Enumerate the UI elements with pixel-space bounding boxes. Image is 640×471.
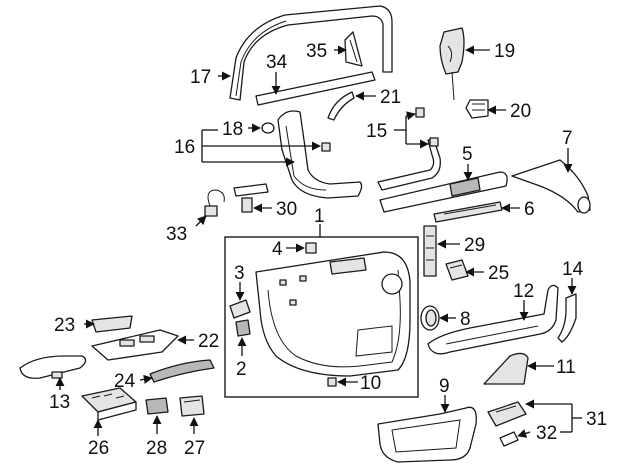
callout-16: 16 <box>174 137 195 158</box>
callout-6: 6 <box>524 199 535 220</box>
part-17-frame-seal[interactable] <box>229 5 393 101</box>
part-9-lower-tray[interactable] <box>377 406 477 463</box>
part-35-corner-cover[interactable] <box>344 31 363 67</box>
part-12-armrest-trim[interactable] <box>427 284 559 355</box>
part-24-pull-trim[interactable] <box>149 359 215 383</box>
callout-30: 30 <box>276 199 297 220</box>
part-26-window-switch[interactable] <box>81 387 137 421</box>
callout-12: 12 <box>513 281 534 302</box>
callout-5: 5 <box>462 144 473 165</box>
part-21-arc-trim[interactable] <box>327 91 355 121</box>
callout-34: 34 <box>266 52 288 73</box>
part-5-upper-trim[interactable] <box>379 171 508 213</box>
callout-8: 8 <box>460 309 471 330</box>
part-16-inner-frame[interactable] <box>277 110 363 199</box>
part-27-switch[interactable] <box>179 395 205 417</box>
part-6-strip[interactable] <box>433 201 503 223</box>
callout-25: 25 <box>488 263 509 284</box>
callout-29: 29 <box>464 235 485 256</box>
part-23-trim-strip[interactable] <box>91 315 133 333</box>
part-25-switch[interactable] <box>445 259 469 281</box>
part-2-cap[interactable] <box>235 319 251 337</box>
part-8-speaker-grille[interactable] <box>420 305 440 331</box>
callout-labels: 1 2 3 4 5 6 7 8 9 10 11 12 13 14 15 16 1… <box>49 41 607 459</box>
callout-4: 4 <box>272 239 283 260</box>
part-22-switch-panel[interactable] <box>91 329 179 361</box>
part-11-lower-cover[interactable] <box>483 352 529 385</box>
callout-17: 17 <box>190 67 211 88</box>
part-20-clip[interactable] <box>465 99 489 119</box>
part-18-grommet[interactable] <box>261 122 275 134</box>
part-19-mirror-cover[interactable] <box>439 27 465 101</box>
part-30-lamp[interactable] <box>233 183 269 213</box>
callout-28: 28 <box>146 438 167 459</box>
callout-2: 2 <box>236 359 247 380</box>
callout-9: 9 <box>439 376 450 397</box>
callout-13: 13 <box>49 392 70 413</box>
callout-11: 11 <box>556 357 576 378</box>
callout-22: 22 <box>198 331 219 352</box>
part-15-window-trim[interactable] <box>377 107 441 191</box>
callout-21: 21 <box>380 87 401 108</box>
part-32-bulb[interactable] <box>499 431 519 447</box>
leader-lines <box>55 45 582 438</box>
part-1-door-panel-box[interactable] <box>224 236 419 398</box>
callout-14: 14 <box>562 259 584 280</box>
callout-19: 19 <box>494 41 515 62</box>
callout-27: 27 <box>184 438 205 459</box>
part-28-switch[interactable] <box>145 397 169 415</box>
callout-7: 7 <box>562 128 573 149</box>
part-29-bracket[interactable] <box>423 225 437 277</box>
part-3-switch-plate[interactable] <box>229 299 251 319</box>
part-31-switch-housing[interactable] <box>487 401 527 427</box>
callout-20: 20 <box>510 101 531 122</box>
callout-18: 18 <box>222 119 243 140</box>
callout-1: 1 <box>314 206 325 227</box>
callout-31: 31 <box>586 409 607 430</box>
part-33-harness[interactable] <box>204 189 225 217</box>
callout-3: 3 <box>234 263 245 284</box>
callout-15: 15 <box>366 121 387 142</box>
callout-35: 35 <box>306 41 327 62</box>
callout-33: 33 <box>166 224 187 245</box>
callout-32: 32 <box>536 423 557 444</box>
part-14-vertical-trim[interactable] <box>557 293 577 343</box>
part-34-belt-strip[interactable] <box>255 71 376 106</box>
callout-10: 10 <box>360 373 381 394</box>
callout-23: 23 <box>54 315 75 336</box>
part-13-armrest[interactable] <box>19 355 87 379</box>
callout-26: 26 <box>88 438 109 459</box>
callout-24: 24 <box>114 371 136 392</box>
